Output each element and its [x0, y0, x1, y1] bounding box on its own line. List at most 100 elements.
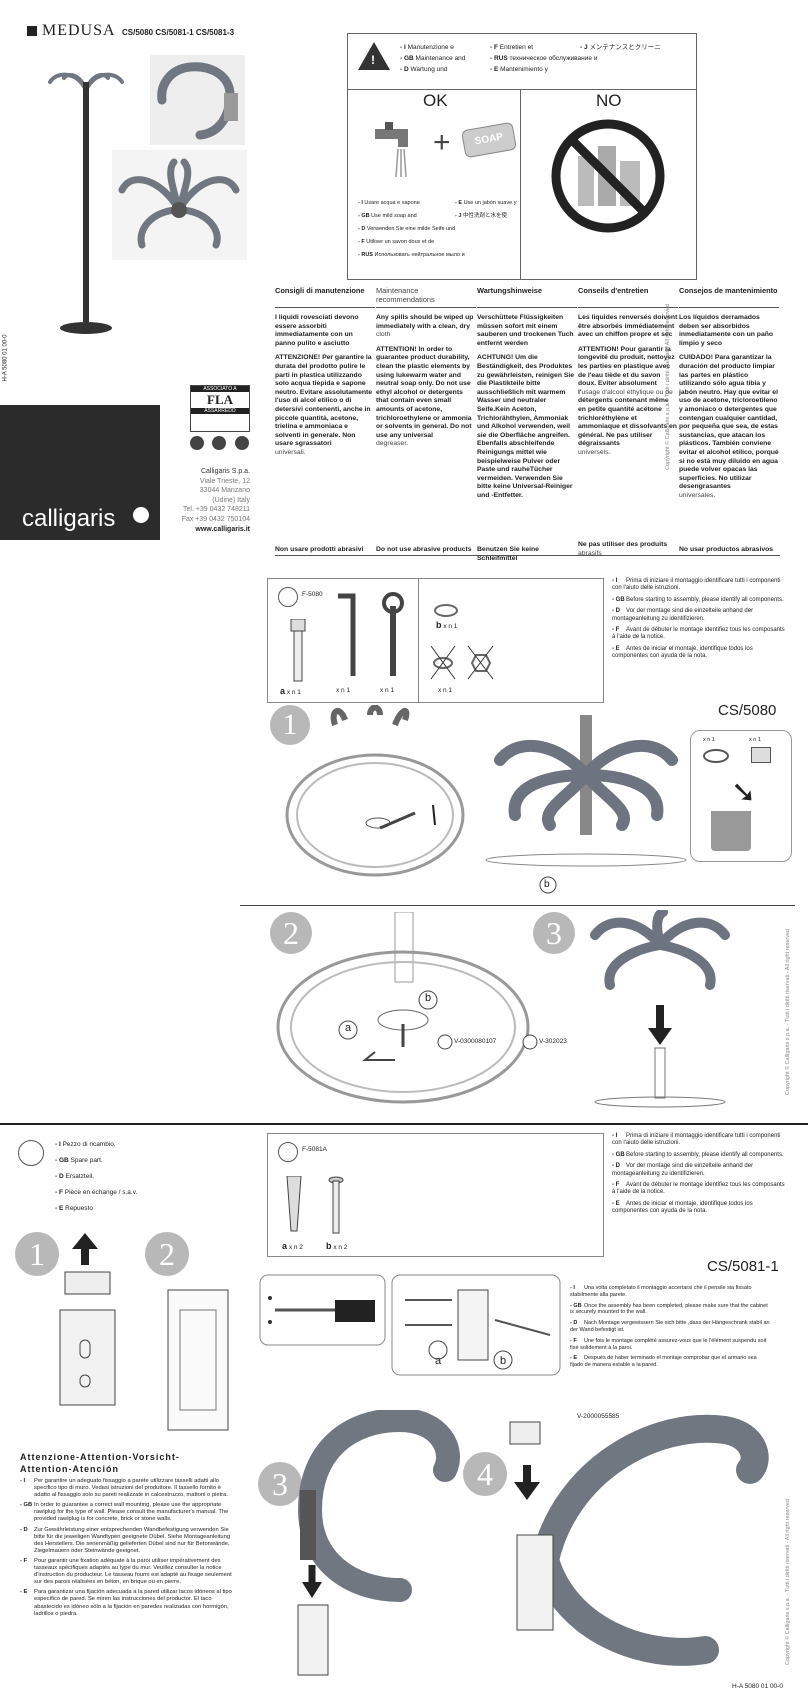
company-address: (Udine) Italy: [212, 496, 250, 504]
company-name: Calligaris S.p.a.: [200, 468, 250, 475]
divider: [240, 905, 795, 906]
plus-icon: +: [433, 126, 451, 159]
arrow-up-icon: [72, 1233, 98, 1249]
cs5080-kit: F-5080: [302, 591, 323, 598]
care-box: ! - I Manutenzione e- F Entretien et- J …: [347, 33, 697, 280]
coat-stand-photo: [48, 72, 124, 334]
header-square: [27, 26, 37, 36]
step-number: 2: [270, 912, 312, 954]
ref-code: V-0300080107: [454, 1038, 497, 1045]
fla-logo: ASSOCIATO A FLA ASSARREDO: [190, 385, 250, 432]
company-tel: Tel. +39 0432 748211: [182, 506, 250, 514]
iso-icon: [212, 436, 227, 450]
care-langs: - I Manutenzione e- F Entretien et- J メン…: [400, 44, 661, 73]
wall-plug-icon: [286, 1176, 302, 1232]
attention-title: Attenzione-Attention-Vorsicht-Attention-…: [20, 1452, 180, 1474]
warning-icon: [358, 42, 390, 70]
care-column-es: Consejos de mantenimiento Los líquidos d…: [679, 286, 779, 553]
care-column-gb: Maintenance recommendations Any spills s…: [376, 286, 476, 553]
label-b: b: [500, 1355, 507, 1367]
calligaris-logo-block: calligaris: [0, 405, 160, 540]
care-bottom-rule: [275, 555, 780, 556]
label-b: b: [544, 879, 550, 890]
no-label: NO: [596, 91, 622, 110]
ref-code: V-2000055585: [577, 1413, 620, 1420]
spare-part-icon: [18, 1140, 44, 1166]
cs5081-parts-box: F-5081A a x n 2 b x n 2: [267, 1133, 604, 1257]
washer-icon: [703, 749, 729, 763]
product-codes: CS/5080 CS/5081-1 CS/5081-3: [122, 28, 235, 37]
step2-base-illustration: [276, 912, 538, 1104]
part-qty: x n 1: [438, 687, 453, 694]
cs5081-kit: F-5081A: [302, 1146, 327, 1153]
care-column-it: Consigli di manutenzione I liquidi roves…: [275, 286, 375, 553]
copyright: Copyright © Calligaris s.p.a. - Tutti i …: [665, 303, 671, 470]
cap-icon: [509, 1421, 541, 1445]
copyright: Copyright © Calligaris s.p.a. - Tutti i …: [785, 928, 791, 1095]
screw-assembly-illustration: [391, 1274, 561, 1376]
footer-code: H-A 5080 01 00-0: [732, 1683, 783, 1690]
iso-icon: [190, 436, 204, 450]
step1-stand-illustration: [485, 715, 687, 894]
drill-illustration: [259, 1274, 386, 1346]
care-usage: - I Usare acqua e sapone- E Use un jabón…: [358, 200, 517, 258]
wrench-icon: [382, 592, 404, 676]
arrow-down-icon: ➘: [731, 776, 757, 809]
step-number: 1: [15, 1232, 59, 1276]
step-number: 4: [463, 1452, 507, 1496]
part-qty-b: b x n 1: [436, 620, 458, 631]
screw-icon: [328, 1176, 344, 1234]
trash-bin-icon: [711, 811, 751, 851]
company-info: Calligaris S.p.a. Viale Trieste, 12 3304…: [180, 467, 250, 534]
calligaris-logo: calligaris: [22, 505, 116, 532]
brand-title: MEDUSA: [42, 22, 116, 39]
care-column-fr: Conseils d'entretien Les liquides renver…: [578, 286, 678, 557]
crossed-parts-icon: [430, 645, 494, 680]
bolt-icon: [290, 619, 306, 682]
allen-key-icon: [338, 593, 356, 676]
bracket-illustration: [167, 1289, 229, 1431]
cs5080-title: CS/5080: [718, 702, 777, 719]
stand-top-photo: [112, 150, 247, 260]
arrow-down-icon-head: [514, 1482, 540, 1500]
soap-icon: SOAP: [460, 121, 518, 159]
iso-icon: [234, 436, 249, 450]
part-qty-a: a x n 1: [280, 686, 301, 697]
care-column-de: Wartungshinweise Verschüttete Flüssigkei…: [477, 286, 577, 562]
calligaris-logo-icon: [133, 507, 149, 523]
label-a: a: [435, 1355, 442, 1367]
copyright: Copyright © Calligaris s.p.a. - Tutti i …: [785, 1498, 791, 1665]
cert-icons: [190, 436, 249, 455]
wall-hook-photo: [150, 55, 245, 145]
company-address: 33044 Manzano: [199, 487, 250, 495]
part-qty-b: b x n 2: [326, 1241, 348, 1252]
label-a: a: [345, 1022, 352, 1034]
spare-part-icon: [278, 1142, 298, 1162]
section-divider: [0, 1123, 808, 1125]
washer-icon: [434, 604, 458, 617]
part-qty-a: a x n 2: [282, 1241, 303, 1252]
label-b: b: [425, 992, 432, 1004]
bracket-illustration: [59, 1271, 116, 1406]
step3-stand-illustration: [590, 910, 730, 1108]
cs5081-title: CS/5081-1: [707, 1258, 779, 1275]
company-web[interactable]: www.calligaris.it: [195, 525, 250, 533]
part-qty: x n 1: [380, 687, 395, 694]
company-address: Viale Trieste, 12: [199, 477, 250, 485]
step-number: 2: [145, 1232, 189, 1276]
spare-part-icon: [278, 587, 298, 607]
cs5080-parts-box: F-5080 a x n 1 x n 1 x n 1 b x n 1 x n 1: [267, 578, 604, 703]
ref-code: V-302023: [539, 1038, 567, 1045]
step-number: 3: [533, 912, 575, 954]
ok-label: OK: [423, 91, 448, 110]
nut-icon: [751, 747, 771, 763]
step3-hook-illustration: [297, 1410, 460, 1676]
arrow-down-icon: [523, 1465, 531, 1485]
discard-inset: x n 1 x n 1 ➘: [690, 730, 792, 862]
step-number: 1: [270, 705, 310, 745]
no-chemicals-icon: [551, 119, 665, 233]
